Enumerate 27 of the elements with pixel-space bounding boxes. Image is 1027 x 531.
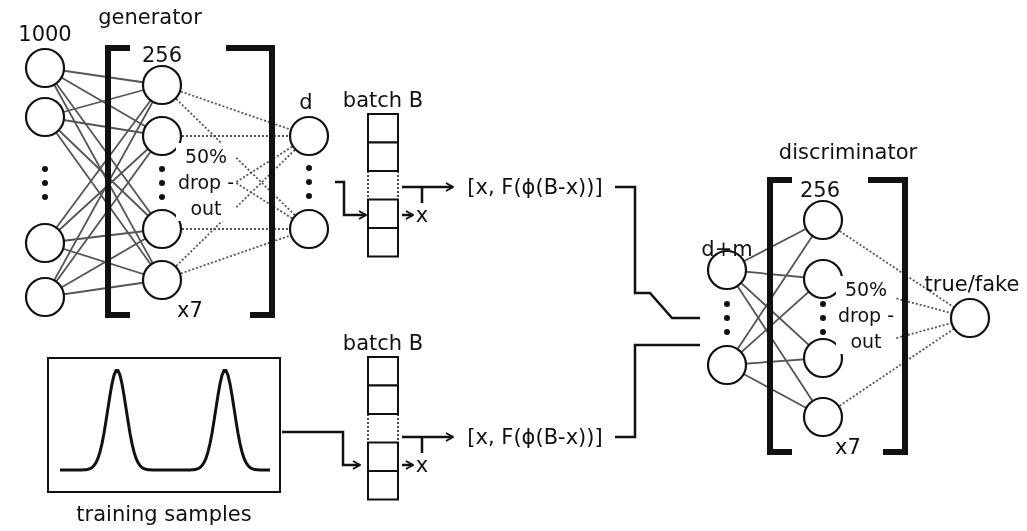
arrow	[400, 182, 455, 205]
layer-size: 256	[799, 178, 841, 202]
dropout-note: 50% drop -out	[176, 143, 236, 221]
arrow	[282, 430, 361, 470]
layer-size: 1000	[18, 22, 72, 46]
repeat-count: x7	[835, 435, 861, 459]
batch-label: batch B	[342, 331, 424, 355]
arrow	[402, 210, 414, 220]
feature-expression: [x, F(ϕ(B-x))]	[467, 425, 603, 449]
layer-size: d+m	[701, 237, 753, 261]
layer-size: 256	[141, 43, 183, 67]
plot-caption: training samples	[76, 502, 252, 526]
batch-label: batch B	[342, 88, 424, 112]
arrow	[335, 180, 367, 220]
output-label: true/fake	[924, 272, 1020, 296]
network-title: discriminator	[778, 140, 918, 164]
arrow	[402, 460, 414, 470]
variable-label: x	[415, 203, 429, 227]
repeat-count: x7	[177, 298, 203, 322]
feature-expression: [x, F(ϕ(B-x))]	[467, 175, 603, 199]
arrow	[400, 432, 455, 455]
variable-label: x	[415, 453, 429, 477]
layer-size: d	[299, 90, 313, 114]
connector-line	[615, 343, 700, 439]
dropout-note: 50% drop -out	[836, 276, 896, 354]
network-title: generator	[98, 5, 202, 29]
connector-line	[615, 185, 700, 320]
